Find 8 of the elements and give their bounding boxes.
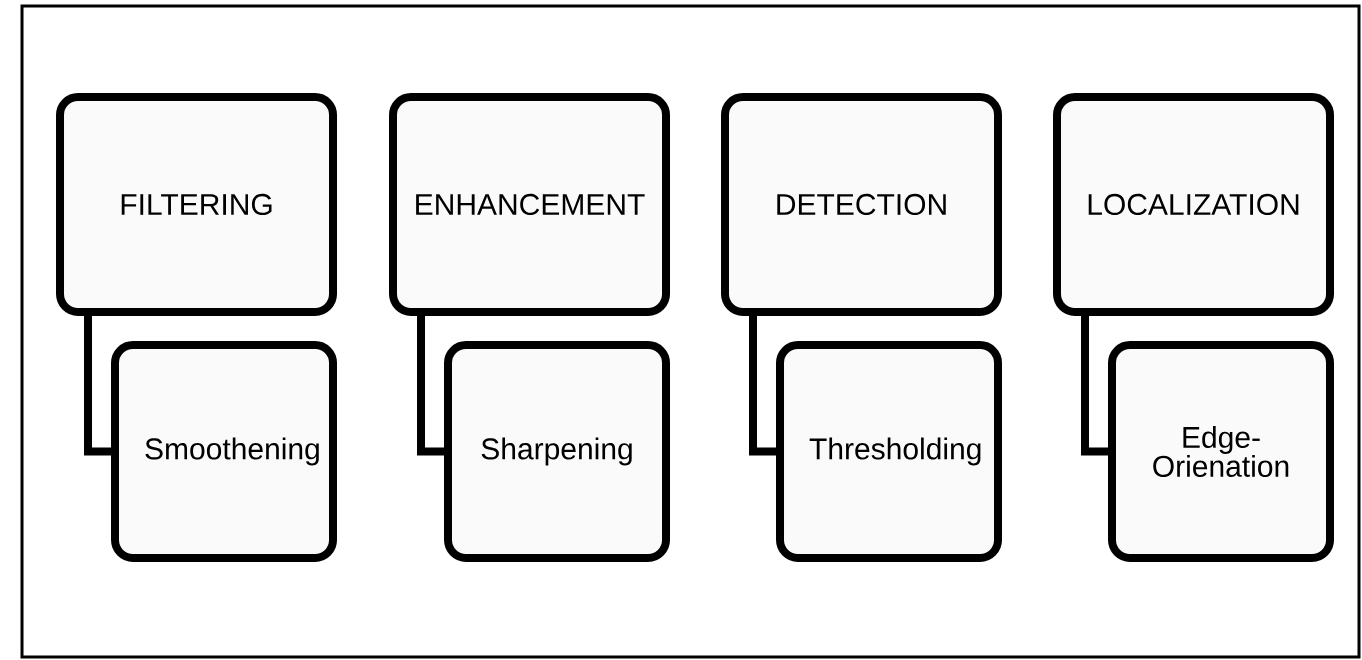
step-box: FILTERING xyxy=(56,93,337,316)
substep-box: Edge- Orienation xyxy=(1108,341,1334,562)
step-box: DETECTION xyxy=(721,93,1002,316)
step-box: LOCALIZATION xyxy=(1053,93,1334,316)
substep-box: Sharpening xyxy=(444,341,670,562)
substep-box: Thresholding xyxy=(776,341,1002,562)
step-box: ENHANCEMENT xyxy=(389,93,670,316)
substep-box: Smoothening xyxy=(111,341,337,562)
